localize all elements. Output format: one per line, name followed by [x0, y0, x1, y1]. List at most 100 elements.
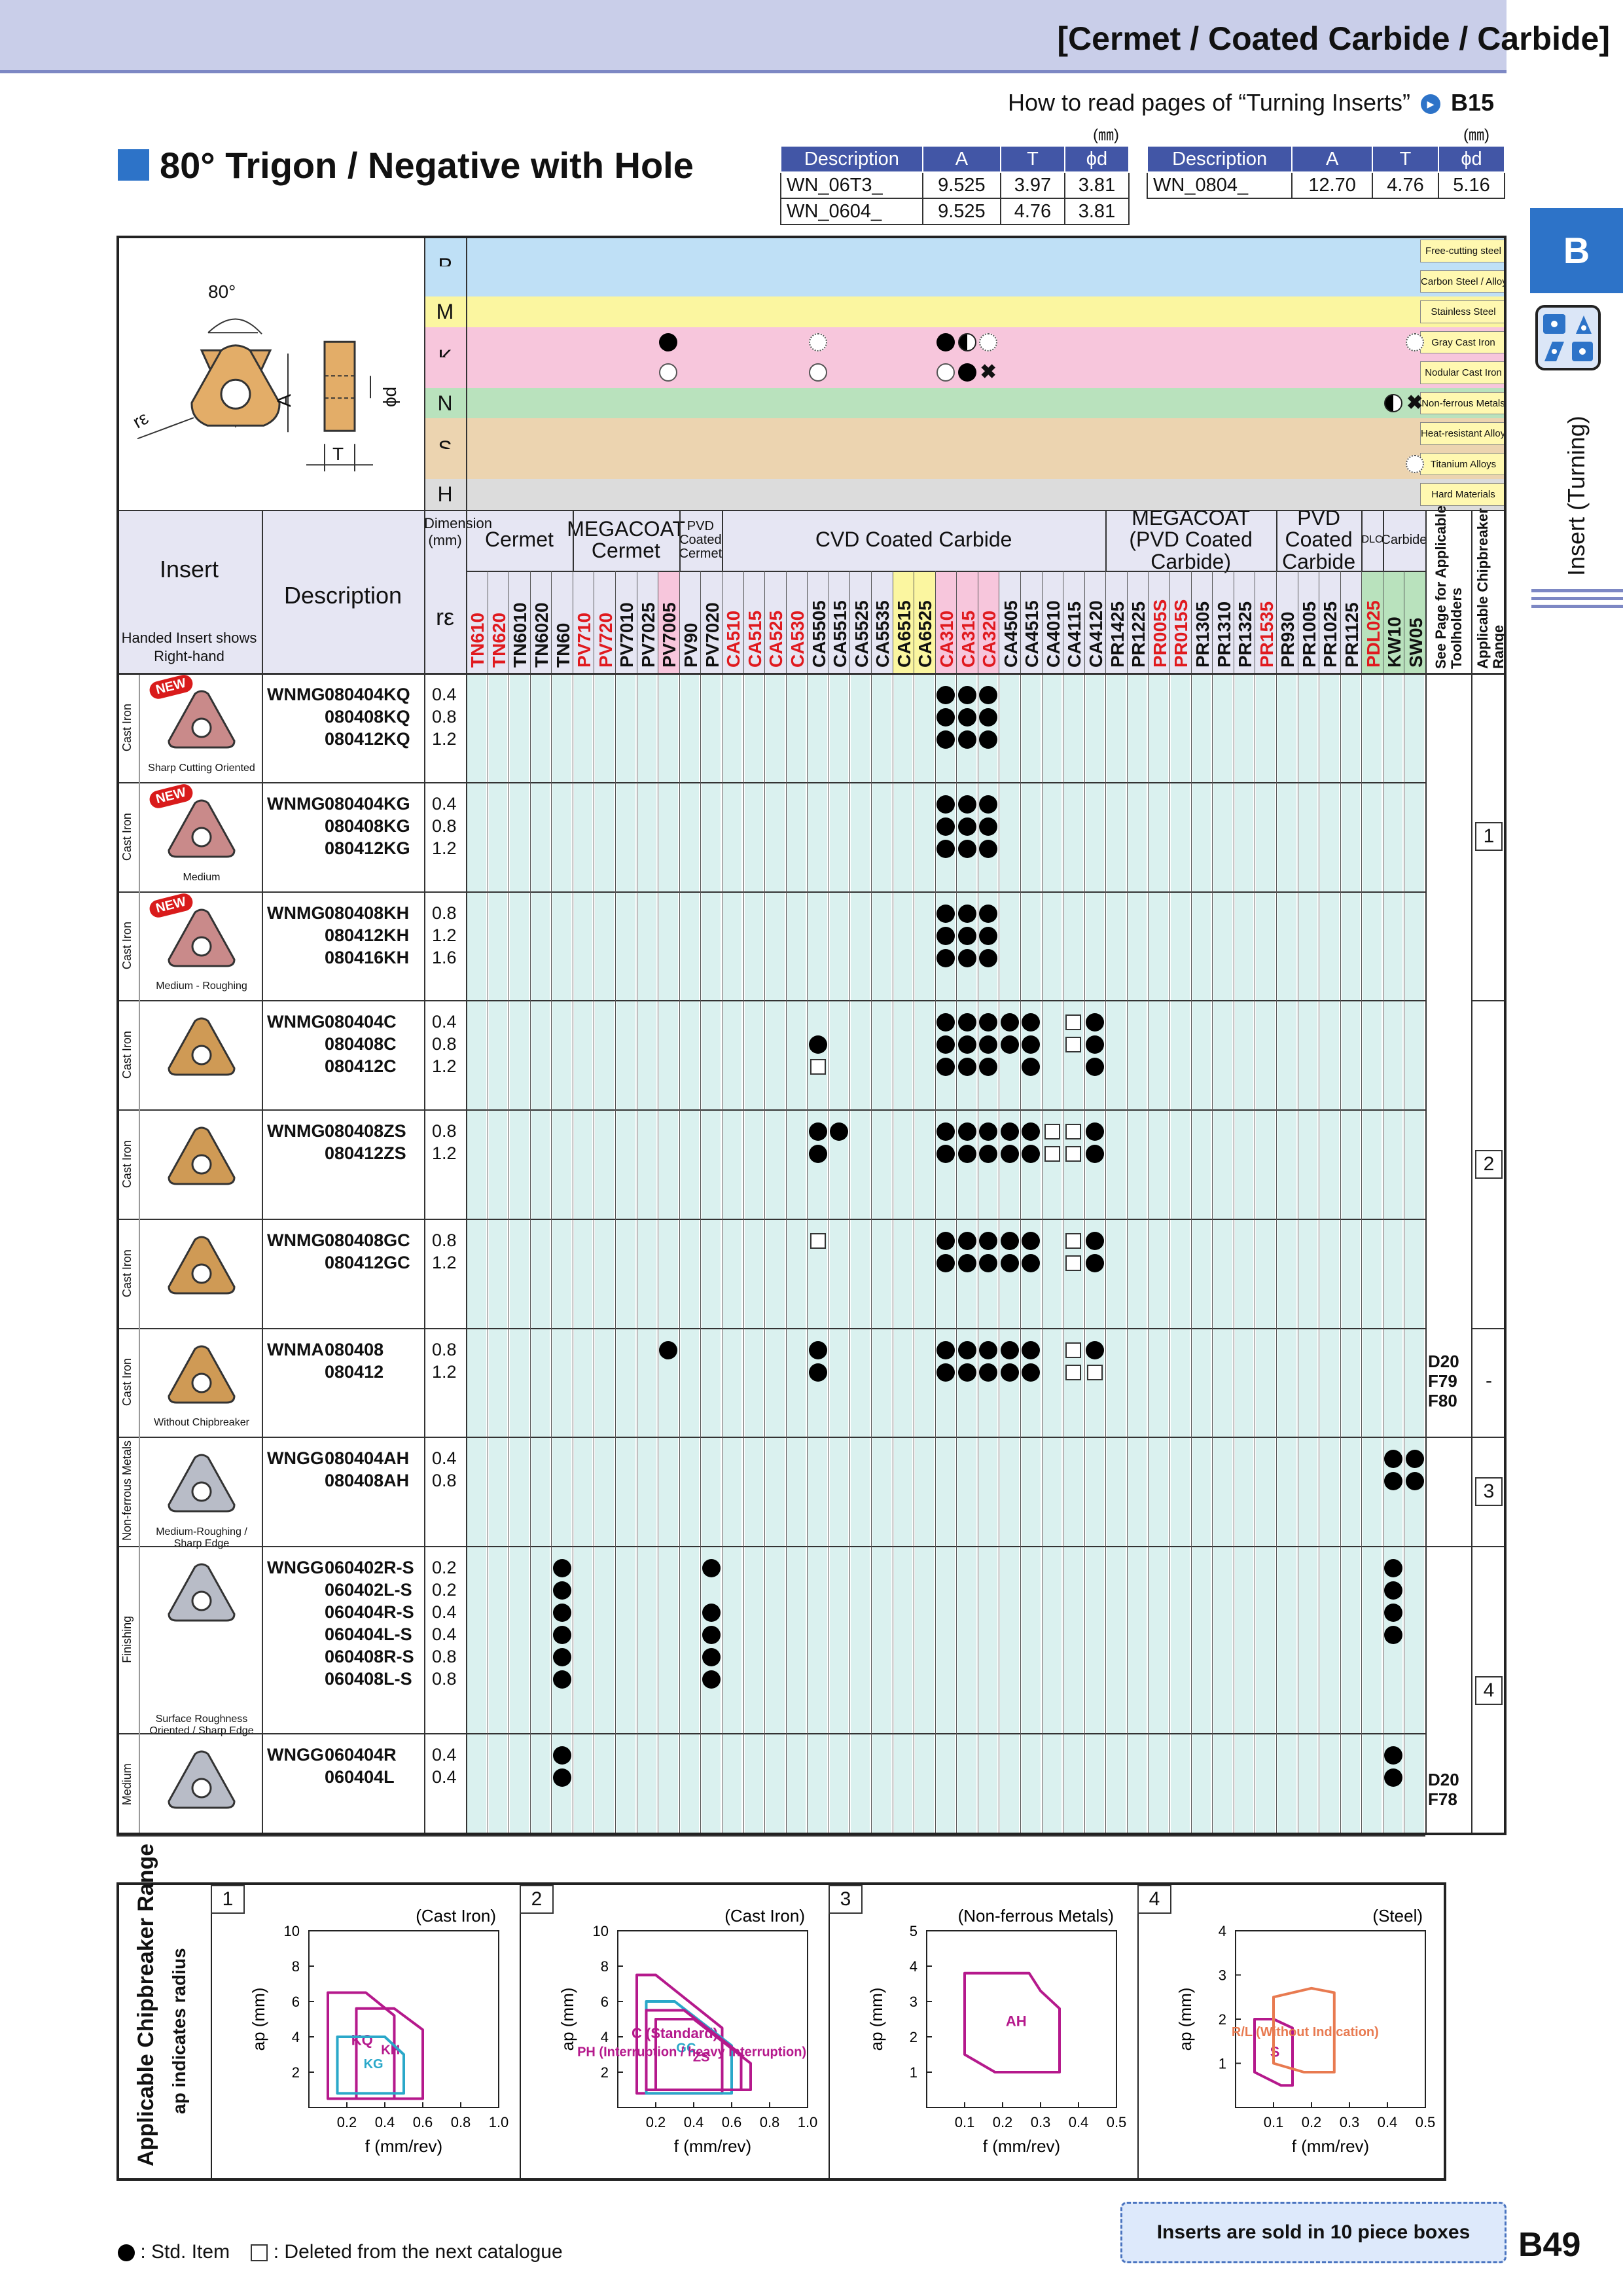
- insert-code[interactable]: 080408KG: [325, 816, 410, 836]
- range-area: [1272, 1986, 1336, 2073]
- std-item-icon: [1384, 1472, 1403, 1491]
- insert-code[interactable]: 080408GC: [325, 1230, 410, 1250]
- panel-divider: [211, 1885, 212, 2178]
- dim-cell: WN_0804_: [1146, 171, 1293, 199]
- insert-code[interactable]: 080408AH: [325, 1471, 410, 1491]
- insert-code[interactable]: 060404R: [325, 1745, 397, 1765]
- grid-line: [743, 571, 744, 1835]
- std-item-icon: [957, 904, 976, 923]
- std-item-icon: [1086, 1013, 1105, 1032]
- header-band: [0, 0, 1507, 73]
- x-axis-label: f (mm/rev): [1292, 2136, 1369, 2156]
- grade-column-bg: [573, 673, 593, 1835]
- grade-header-cell: [508, 571, 530, 673]
- std-item-icon: [118, 2244, 135, 2262]
- insert-code[interactable]: 080412KH: [325, 925, 410, 945]
- grade-column-bg: [1256, 673, 1275, 1835]
- insert-code[interactable]: 060404L-S: [325, 1624, 412, 1645]
- insert-code[interactable]: 080412GC: [325, 1252, 410, 1272]
- std-item-icon: [1022, 1122, 1041, 1141]
- material-label: Stainless Steel: [1420, 300, 1507, 323]
- chipbreaker-range-ref[interactable]: 4: [1475, 1676, 1503, 1706]
- x-axis-label: f (mm/rev): [983, 2136, 1060, 2156]
- dim-cell: 4.76: [1372, 171, 1439, 199]
- insert-code[interactable]: 080412ZS: [325, 1143, 406, 1164]
- see-page-ref[interactable]: D20 F79 F80: [1428, 1352, 1459, 1411]
- chipbreaker-range-ref[interactable]: 2: [1475, 1149, 1503, 1179]
- grade-header-cell: [999, 571, 1020, 673]
- material-band: [424, 448, 1507, 479]
- grid-line: [1148, 571, 1149, 1835]
- see-page-ref[interactable]: D20 F78: [1428, 1770, 1459, 1809]
- std-item-icon: [1405, 1472, 1424, 1491]
- grade-header-cell: [743, 571, 765, 673]
- chart-title: (Cast Iron): [724, 1906, 805, 1926]
- grade-column-bg: [744, 673, 764, 1835]
- std-item-icon: [1384, 1604, 1403, 1623]
- std-item-icon: [957, 926, 976, 945]
- std-item-icon: [936, 1145, 955, 1164]
- insert-drawing: [116, 236, 424, 510]
- std-item-icon: [1405, 1450, 1424, 1469]
- insert-series: WNGG: [267, 1448, 324, 1469]
- how-to-read-link[interactable]: How to read pages of “Turning Inserts” ▸…: [1008, 89, 1494, 117]
- insert-code[interactable]: 080412: [325, 1361, 384, 1382]
- std-item-icon: [702, 1670, 721, 1689]
- insert-code[interactable]: 080416KH: [325, 947, 410, 967]
- deleted-item-icon: [1044, 1146, 1060, 1162]
- deleted-item-icon: [1065, 1124, 1082, 1140]
- grade-header-cell: [1319, 571, 1340, 673]
- section-marker: [118, 149, 149, 181]
- insert-code[interactable]: 080408KH: [325, 903, 410, 923]
- grade-header-cell: [1361, 571, 1383, 673]
- insert-code[interactable]: 080408ZS: [325, 1121, 406, 1141]
- insert-code[interactable]: 080404C: [325, 1012, 397, 1032]
- x-tick-label: 0.4: [1378, 2114, 1398, 2130]
- insert-code[interactable]: 060402L-S: [325, 1580, 412, 1600]
- corner-radius: 0.2: [432, 1558, 457, 1578]
- std-item-icon: [552, 1648, 571, 1667]
- insert-code[interactable]: 080408: [325, 1339, 384, 1359]
- chipbreaker-range-ref[interactable]: 3: [1475, 1477, 1503, 1506]
- grade-header-cell: [828, 571, 850, 673]
- chipbreaker-range-ref[interactable]: -: [1486, 1370, 1492, 1392]
- insert-code[interactable]: 080404KG: [325, 793, 410, 814]
- std-item-icon: [1384, 1450, 1403, 1469]
- section-tab-b[interactable]: B: [1530, 208, 1623, 293]
- insert-code[interactable]: 060404R-S: [325, 1602, 414, 1623]
- std-item-icon: [659, 363, 678, 382]
- std-item-icon: [1086, 1253, 1105, 1272]
- chipbreaker-range-ref[interactable]: 1: [1475, 822, 1503, 852]
- grid-line: [1190, 571, 1192, 1835]
- grid-line: [139, 1733, 140, 1835]
- insert-code[interactable]: 080412C: [325, 1056, 397, 1077]
- std-item-icon: [936, 1035, 955, 1054]
- insert-code[interactable]: 080404KQ: [325, 685, 410, 704]
- std-item-icon: [936, 948, 955, 967]
- std-item-icon: [936, 363, 955, 382]
- grade-column-bg: [1234, 673, 1254, 1835]
- grid-line: [1425, 509, 1427, 1835]
- insert-code[interactable]: 080408C: [325, 1034, 397, 1054]
- insert-code[interactable]: 080408KQ: [325, 707, 410, 726]
- grade-header-cell: [1041, 571, 1063, 673]
- std-item-icon: [979, 948, 998, 967]
- insert-code[interactable]: 080404AH: [325, 1448, 410, 1469]
- insert-code[interactable]: 080412KQ: [325, 729, 410, 749]
- std-item-icon: [957, 1363, 976, 1382]
- grade-header-cell: [1275, 571, 1298, 673]
- insert-code[interactable]: 080412KG: [325, 838, 410, 858]
- deleted-item-icon: [810, 1232, 826, 1249]
- grade-column-bg: [467, 673, 486, 1835]
- std-item-icon: [979, 1363, 998, 1382]
- insert-code[interactable]: 060404L: [325, 1767, 395, 1787]
- insert-code[interactable]: 060408R-S: [325, 1647, 414, 1667]
- section-title: 80° Trigon / Negative with Hole: [160, 145, 694, 186]
- std-item-icon: [936, 1253, 955, 1272]
- insert-code[interactable]: 060402R-S: [325, 1558, 414, 1578]
- insert-series: WNMG: [267, 1121, 325, 1141]
- insert-code[interactable]: 060408L-S: [325, 1669, 412, 1689]
- corner-radius: 1.6: [432, 947, 457, 967]
- grid-line: [139, 1000, 140, 1110]
- corner-radius: 0.4: [432, 1448, 457, 1469]
